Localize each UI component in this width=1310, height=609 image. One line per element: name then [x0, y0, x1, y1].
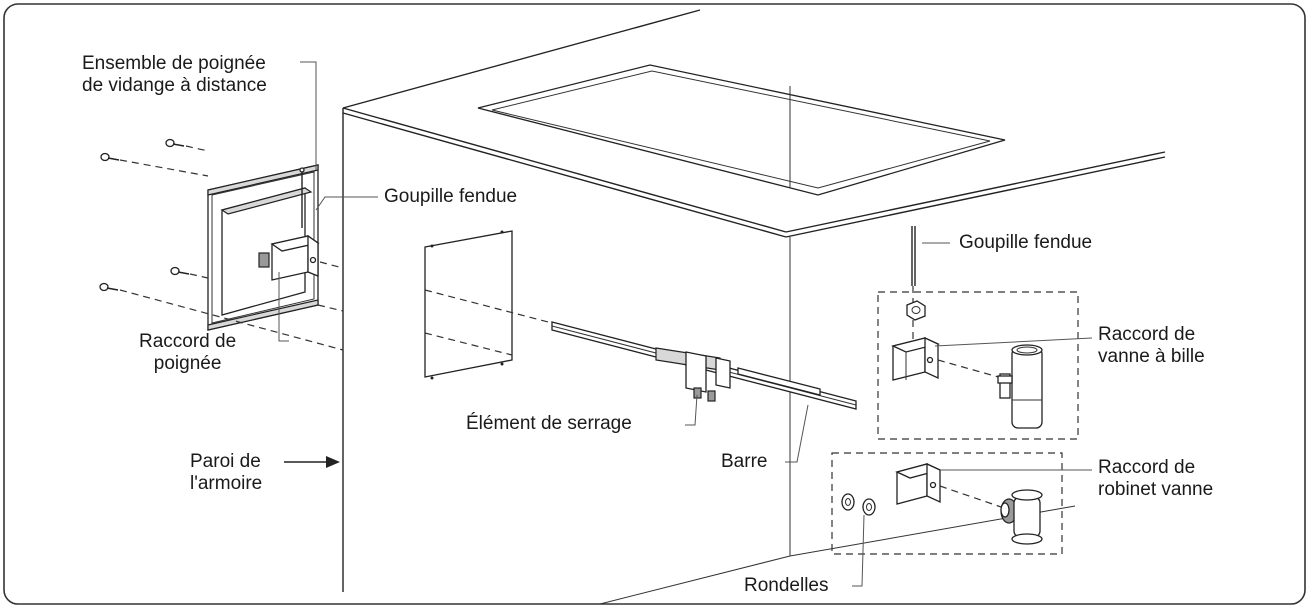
screw-1 [100, 152, 120, 162]
ball-valve-coupling-part [891, 336, 940, 381]
label-rod: Barre [721, 451, 768, 472]
handle-assembly [99, 138, 320, 331]
label-washers: Rondelles [744, 575, 829, 596]
label-ball-valve-coupling: Raccord de vanne à bille [1098, 324, 1205, 367]
label-cotter-pin-right: Goupille fendue [959, 232, 1093, 253]
ball-valve [997, 344, 1043, 429]
label-clamp-element: Élément de serrage [466, 413, 632, 434]
nut [906, 300, 926, 321]
label-cabinet-wall: Paroi de l'armoire [190, 451, 263, 494]
gate-valve-box [831, 452, 1063, 555]
wall-panel [424, 230, 513, 380]
cotter-pin-right [911, 226, 916, 286]
gate-valve [1000, 489, 1043, 545]
label-cotter-pin-left: Goupille fendue [384, 186, 518, 207]
label-remote-drain-handle-assembly: Ensemble de poignée de vidange à distanc… [82, 53, 267, 96]
rod [551, 321, 857, 410]
washers-part [841, 493, 876, 516]
top-opening [477, 64, 1006, 196]
screw-3 [170, 266, 190, 276]
screw-2 [165, 138, 185, 148]
outer-border [3, 3, 1306, 605]
label-gate-valve-coupling: Raccord de robinet vanne [1098, 457, 1214, 500]
gate-valve-coupling-part [895, 462, 942, 505]
ball-valve-box [877, 291, 1079, 440]
screw-4 [99, 282, 119, 292]
label-handle-coupling: Raccord de poignée [139, 331, 237, 374]
